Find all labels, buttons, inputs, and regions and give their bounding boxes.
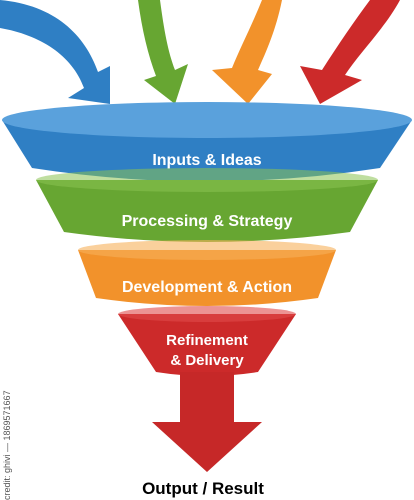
stage-4-label-line-2: & Delivery [170, 352, 244, 369]
output-arrow [152, 372, 262, 472]
output-result-label: Output / Result [142, 479, 264, 498]
input-arrows [0, 0, 400, 104]
stage-2-label: Processing & Strategy [122, 213, 293, 230]
stage-4-label-line-1: Refinement [166, 332, 248, 349]
stage-1-label: Inputs & Ideas [152, 152, 261, 169]
stage-2-rim [36, 168, 378, 192]
stage-4-rim [118, 306, 296, 322]
stage-3-band [78, 250, 336, 306]
stage-refinement: Refinement & Delivery [118, 306, 296, 472]
stage-3-label: Development & Action [122, 279, 292, 296]
stage-development: Development & Action [78, 240, 336, 306]
stage-1-rim [2, 102, 412, 138]
orange-arrow [212, 0, 282, 104]
stage-processing: Processing & Strategy [36, 168, 378, 242]
red-arrow [300, 0, 400, 104]
side-watermark-text: credit: ghivi — 1869571667 [2, 390, 12, 500]
green-arrow [138, 0, 188, 104]
stage-2-band [36, 180, 378, 242]
stage-3-rim [78, 240, 336, 260]
stage-4-band [118, 314, 296, 376]
stage-inputs: Inputs & Ideas [2, 102, 412, 182]
blue-arrow [0, 0, 110, 104]
